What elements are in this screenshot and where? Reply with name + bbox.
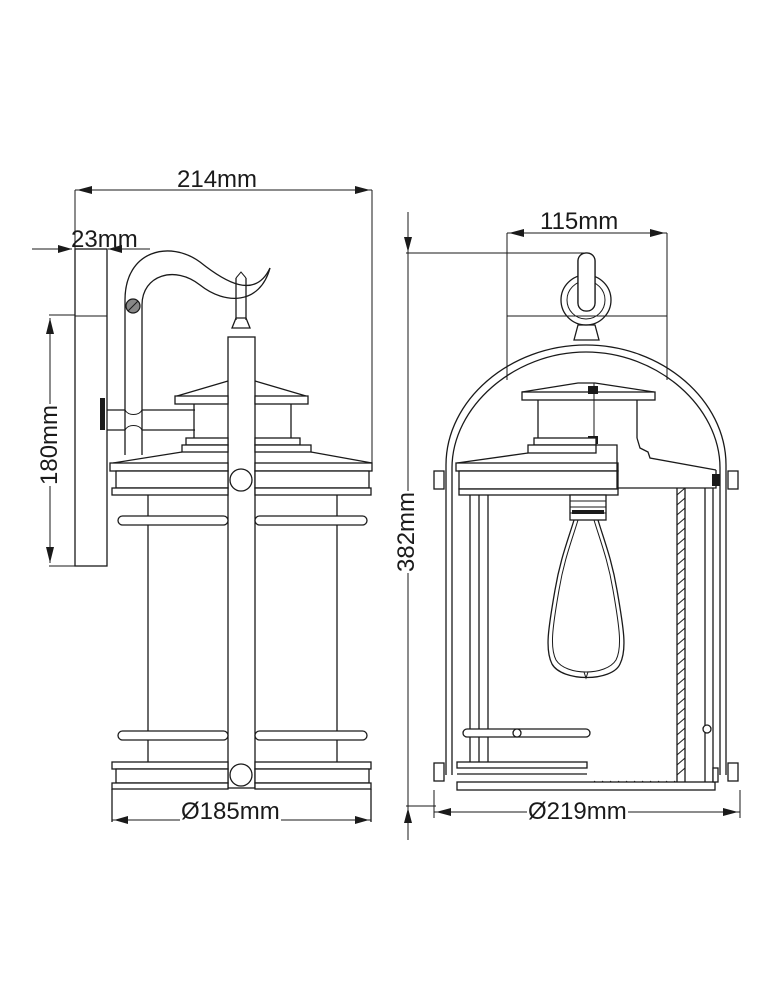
dimension-label-backplate-height: 180mm (36, 403, 63, 486)
side-view (32, 186, 373, 824)
dimension-label-side-base-diameter: Ø185mm (180, 798, 281, 825)
dimension-label-overall-projection: 214mm (177, 166, 258, 193)
dimension-label-top-width: 115mm (540, 208, 619, 235)
dimension-label-front-base-diameter: Ø219mm (527, 798, 628, 825)
dimension-label-overall-height: 382mm (393, 490, 420, 573)
front-view (404, 212, 741, 840)
dimension-label-backplate-depth: 23mm (71, 226, 138, 253)
